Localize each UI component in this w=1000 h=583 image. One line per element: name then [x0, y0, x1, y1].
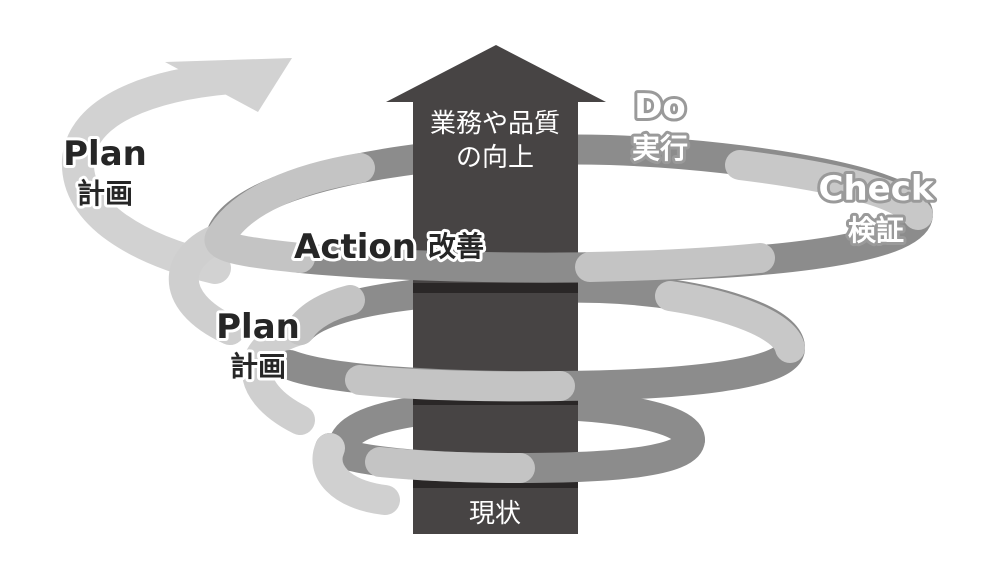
bottom-ring-front-light [365, 447, 535, 483]
top-ring-back-light-right [725, 150, 933, 230]
middle-ring-back-light-left [285, 285, 365, 345]
goal-label-line2: の向上 [456, 143, 534, 173]
spiral-tail [312, 433, 400, 515]
plan-top-label-ja: 計画 [77, 177, 133, 210]
middle-ring-front-light [345, 365, 575, 402]
action-label-ja: 改善 [428, 230, 484, 263]
check-label-ja: 検証 [848, 214, 904, 247]
plan-mid-label-ja: 計画 [230, 350, 286, 383]
check-label-en: Check [819, 169, 935, 209]
plan-top-label-en: Plan [63, 134, 147, 174]
plan-arrowhead [165, 58, 292, 112]
arrow-head [386, 45, 606, 102]
arrow-band-1 [413, 283, 578, 293]
goal-label-line1: 業務や品質 [430, 109, 560, 139]
middle-ring-back-light-right [655, 281, 805, 363]
arrow-band-3 [413, 478, 578, 488]
current-state-label: 現状 [469, 499, 521, 529]
outer-plan-loop [61, 62, 246, 284]
top-ring-front-light-right [575, 243, 775, 282]
plan-mid-label-en: Plan [216, 307, 300, 347]
spiral-front [204, 150, 933, 515]
top-ring-back-light-left [205, 153, 375, 253]
do-label-ja: 実行 [632, 132, 688, 165]
action-label-en: Action [294, 227, 416, 267]
left-connector-lower [241, 315, 315, 435]
do-label-en: Do [634, 87, 686, 127]
